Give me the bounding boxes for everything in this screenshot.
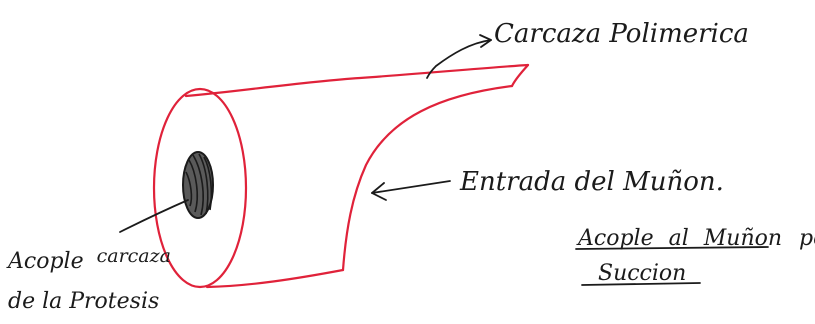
shell-pointer-arrowhead	[479, 34, 492, 48]
label-coupling-word-acople: Acople	[576, 226, 654, 251]
front-face-ellipse	[152, 87, 248, 289]
stump-entry-arrow-line	[371, 180, 451, 194]
coupling-hole	[182, 151, 214, 219]
label-coupling-line1: Acople al Muñon por	[576, 226, 815, 251]
label-coupling-word-munon: Muñon	[703, 226, 782, 251]
shell-right-contour	[341, 84, 514, 272]
stump-entry-arrowhead	[371, 182, 387, 201]
label-stump-entry: Entrada del Muñon.	[459, 167, 724, 197]
label-shell: Carcaza Polimerica	[494, 19, 749, 49]
label-prosthesis-word-carcaza: carcaza	[97, 245, 171, 267]
shell-tip	[510, 63, 530, 88]
prosthesis-pointer-line	[119, 199, 189, 233]
shell-outline	[152, 63, 530, 289]
shell-bottom-contour	[205, 268, 345, 289]
label-prosthesis-word-acople: Acople	[6, 249, 84, 274]
label-prosthesis-line1: Acople carcaza	[6, 245, 171, 274]
underline-coupling-line1	[575, 246, 769, 250]
label-prosthesis-line2: de la Protesis	[8, 289, 159, 314]
shell-pointer-line	[426, 39, 492, 79]
coupling-hole-hatching	[185, 153, 213, 216]
underline-coupling-line2	[581, 282, 701, 286]
pointers	[119, 34, 769, 286]
label-coupling-line2: Succion	[598, 261, 686, 286]
label-coupling-word-al: al	[669, 226, 689, 251]
shell-top-contour	[184, 63, 530, 98]
coupling-hole-outline	[182, 151, 214, 219]
label-coupling-word-por: por	[799, 226, 815, 251]
